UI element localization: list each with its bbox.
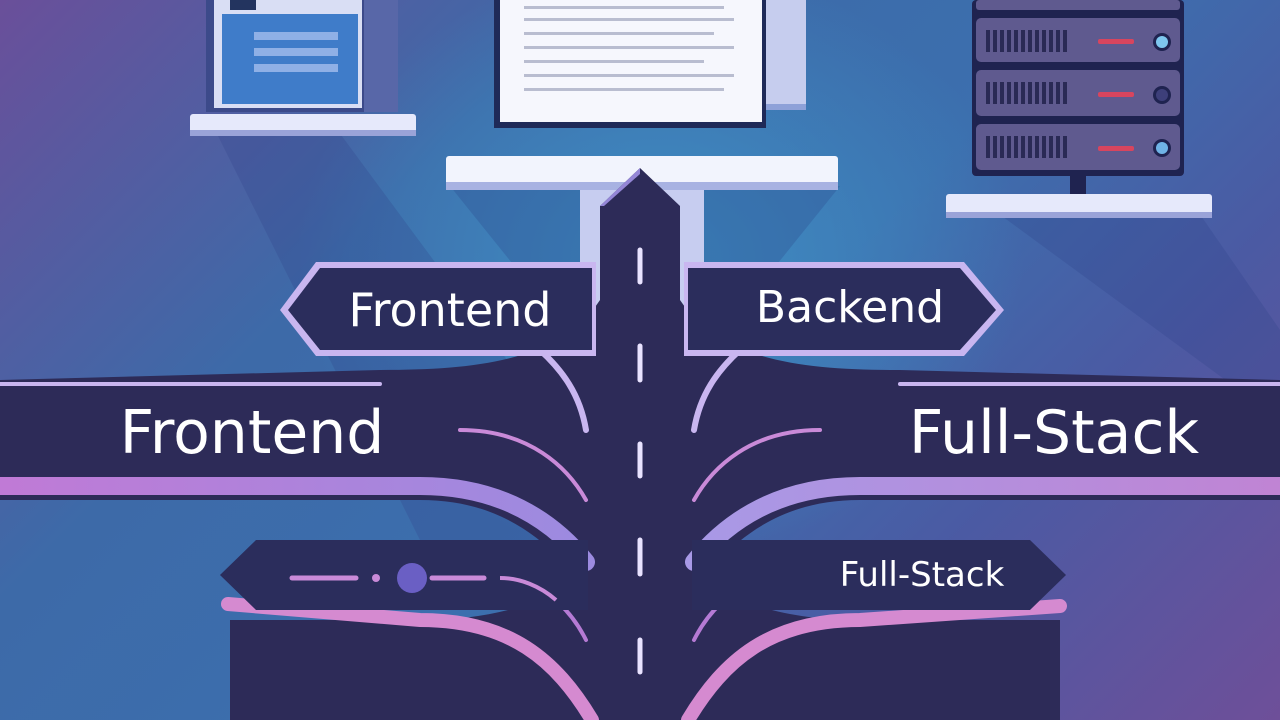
- sign-label-fullstack-bottom: Full-Stack: [840, 555, 1005, 595]
- sign-fullstack-bottom: Full-Stack: [692, 540, 1066, 610]
- slider-glyph-icon: [289, 563, 558, 602]
- branch-roads: [0, 300, 1280, 720]
- document-icon: [494, 0, 806, 128]
- server-unit: [976, 70, 1180, 116]
- sign-bottom-left: [220, 540, 588, 610]
- sign-backend-top: Backend: [684, 262, 1004, 356]
- server-unit: [976, 124, 1180, 170]
- server-unit: [976, 18, 1180, 62]
- sign-label-backend-top: Backend: [756, 282, 944, 333]
- sign-frontend-top: Frontend: [280, 262, 596, 356]
- sign-label-frontend-mid: Frontend: [120, 398, 385, 468]
- sign-label-fullstack-mid: Full-Stack: [909, 398, 1200, 468]
- sign-label-frontend-top: Frontend: [348, 283, 551, 337]
- sign-frontend-mid: Frontend: [120, 398, 385, 468]
- sign-fullstack-mid: Full-Stack: [909, 398, 1200, 468]
- server-rack-icon: [946, 0, 1280, 420]
